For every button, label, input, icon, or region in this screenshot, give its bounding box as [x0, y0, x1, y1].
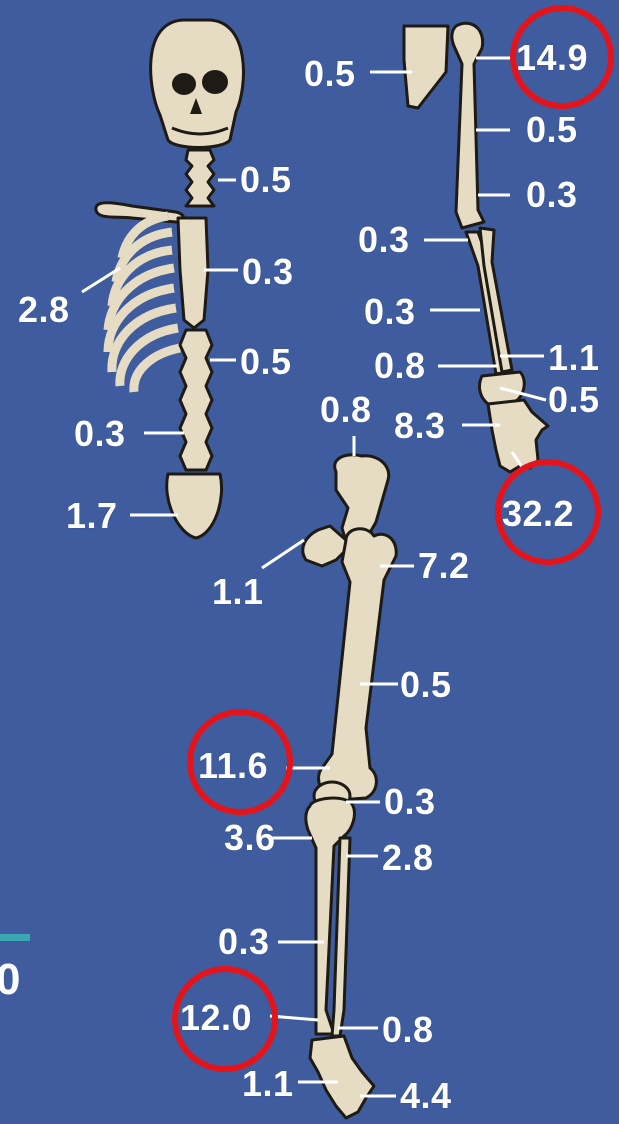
label-femur-head: 7.2	[418, 548, 470, 584]
clavicle	[96, 203, 184, 222]
label-foot: 4.4	[400, 1078, 452, 1114]
label-fibula-lower: 0.8	[382, 1012, 434, 1048]
sternum	[178, 218, 208, 328]
label-humerus-head: 14.9	[516, 40, 588, 76]
label-wrist: 0.5	[548, 382, 600, 418]
label-tibia-lower: 12.0	[180, 1000, 252, 1036]
edge-digit: 0	[0, 958, 20, 1002]
label-hand: 8.3	[394, 408, 446, 444]
humerus	[452, 23, 484, 228]
label-ribs: 2.8	[18, 292, 70, 328]
label-pelvis-top: 0.8	[320, 392, 372, 428]
label-forearm: 0.3	[364, 294, 416, 330]
label-radius-lower: 0.8	[374, 348, 426, 384]
scapula	[404, 26, 448, 108]
label-femur-shaft: 0.5	[400, 667, 452, 703]
label-sacrum: 1.7	[66, 498, 118, 534]
label-sternum: 0.3	[242, 254, 294, 290]
cervical-spine	[186, 150, 214, 206]
label-fibula-upper: 2.8	[382, 840, 434, 876]
label-lumbar-spine: 0.3	[74, 416, 126, 452]
skull	[151, 20, 244, 148]
label-tibia-upper: 3.6	[224, 820, 276, 856]
femur	[319, 529, 397, 800]
label-pelvis-low: 1.1	[212, 574, 264, 610]
label-elbow: 0.3	[358, 222, 410, 258]
label-neck: 0.5	[240, 162, 292, 198]
label-femur-lower: 11.6	[198, 748, 268, 784]
label-ulna-lower: 1.1	[548, 340, 600, 376]
label-tibia-shaft: 0.3	[218, 924, 270, 960]
label-patella: 0.3	[384, 784, 436, 820]
rib-cage-fill	[108, 216, 180, 392]
label-thoracic-spine: 0.5	[240, 344, 292, 380]
label-humerus-lower: 0.3	[526, 177, 578, 213]
thoracic-spine	[180, 330, 212, 470]
accent-bar	[0, 934, 30, 941]
label-ankle: 1.1	[242, 1066, 294, 1102]
fibula	[332, 838, 350, 1036]
label-hand-tip: 32.2	[502, 496, 574, 532]
sacrum	[167, 474, 222, 538]
label-humerus-shaft: 0.5	[526, 112, 578, 148]
foot	[310, 1036, 374, 1118]
label-scapula: 0.5	[304, 56, 356, 92]
